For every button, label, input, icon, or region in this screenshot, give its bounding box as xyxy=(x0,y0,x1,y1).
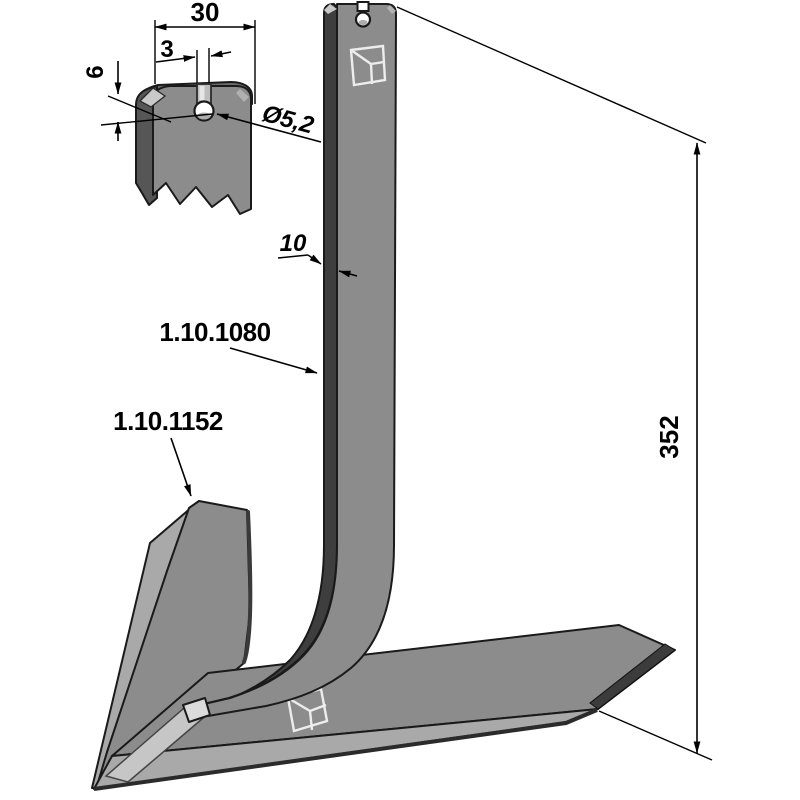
shank xyxy=(182,1,397,723)
shank-top-chamfer-left xyxy=(324,4,337,14)
sweep-tip-edge xyxy=(589,643,676,710)
shank-top-chamfer-right xyxy=(387,5,396,14)
shank-foot-cap xyxy=(182,697,211,723)
part-number-shank-label: 1.10.1080 xyxy=(159,317,270,347)
dim-352-label: 352 xyxy=(654,415,684,458)
detail-side-face xyxy=(135,85,158,206)
sweep-left-wing-edge xyxy=(242,510,253,664)
dim-6-label: 6 xyxy=(82,65,109,78)
dim-thickness-10: 10 xyxy=(277,230,358,278)
detail-hole-shade xyxy=(197,112,211,120)
part-number-sweep-label: 1.10.1152 xyxy=(113,406,223,436)
manufacturer-logo-shank xyxy=(349,44,387,87)
detail-chamfer-left xyxy=(138,87,167,108)
detail-chamfer-right xyxy=(236,89,249,102)
detail-slot-highlight xyxy=(199,86,205,100)
leader-shank-part: 1.10.1080 xyxy=(159,317,318,374)
sweep-blade xyxy=(91,500,676,791)
leader-sweep-part: 1.10.1152 xyxy=(113,406,223,497)
dim-30: 30 xyxy=(154,0,256,104)
dim-30-label: 30 xyxy=(191,0,220,27)
dim-6: 6 xyxy=(82,61,213,141)
dim-length-352: 352 xyxy=(396,6,713,761)
shank-face xyxy=(203,3,397,717)
dim-3-label: 3 xyxy=(160,36,173,63)
main-dimensions: 10 1.10.1080 1.10.1152 352 xyxy=(113,6,713,761)
dim-3: 3 xyxy=(155,36,232,83)
dim-hole-label: Ø5,2 xyxy=(259,100,317,140)
shank-slot xyxy=(356,1,370,12)
sweep-bottom-edge xyxy=(93,708,598,791)
dim-10-label: 10 xyxy=(280,230,307,257)
detail-section-view: 30 3 6 Ø5,2 xyxy=(82,0,322,215)
shank-hole-shade xyxy=(358,20,368,25)
